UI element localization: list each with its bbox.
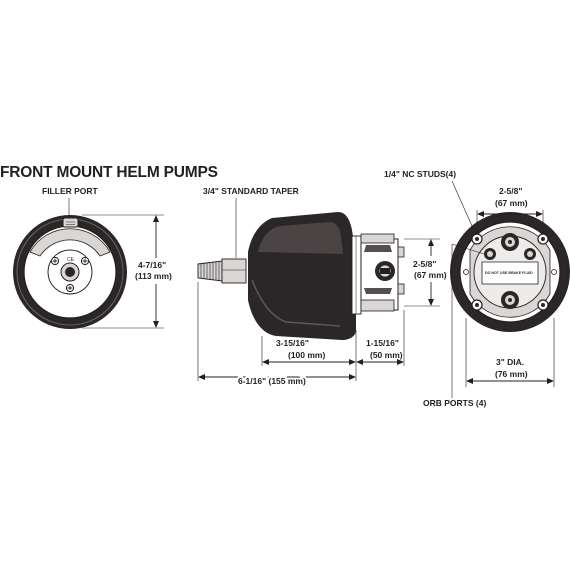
- rear-length-value: 1-15/16": [366, 338, 399, 348]
- body-length-mm: (100 mm): [288, 350, 325, 360]
- rear-view: DO NOT USE BRAKE FLUID: [450, 212, 570, 332]
- stud-top-right-icon: [537, 233, 549, 245]
- front-view: CE: [13, 215, 127, 329]
- side-view: [197, 212, 405, 340]
- bolt-spacing-dimension: 2-5/8" (67 mm): [476, 186, 544, 234]
- side-fitting-icon: [375, 261, 395, 281]
- filler-port-label: FILLER PORT: [42, 186, 99, 196]
- front-screw-3-icon: [65, 283, 75, 293]
- orb-port-left-icon: [484, 248, 496, 260]
- stud-bottom-right-icon: [537, 299, 549, 311]
- diameter-mm: (76 mm): [495, 369, 528, 379]
- front-height-value: 4-7/16": [138, 260, 166, 270]
- diameter-dimension: 3" DIA. (76 mm): [465, 318, 555, 387]
- orb-port-right-icon: [524, 248, 536, 260]
- front-screw-2-icon: [80, 256, 90, 266]
- overall-length-value: 6-1/16" (155 mm): [238, 376, 306, 386]
- orb-port-bottom-icon: [501, 291, 519, 309]
- standard-taper-label: 3/4" STANDARD TAPER: [203, 186, 299, 196]
- stud-bottom-left-icon: [471, 299, 483, 311]
- rear-plate-text: DO NOT USE BRAKE FLUID: [485, 271, 533, 275]
- side-height-value: 2-5/8": [413, 259, 436, 269]
- length-dimensions: 3-15/16" (100 mm) 1-15/16" (50 mm) 6-1/1…: [197, 282, 405, 388]
- front-screw-1-icon: [50, 256, 60, 266]
- diagram-title: FRONT MOUNT HELM PUMPS: [0, 164, 218, 181]
- svg-text:CE: CE: [67, 257, 75, 263]
- side-height-mm: (67 mm): [414, 270, 447, 280]
- front-height-mm: (113 mm): [135, 271, 172, 281]
- nc-studs-label: 1/4" NC STUDS(4): [384, 169, 456, 179]
- orb-ports-label: ORB PORTS (4): [423, 398, 486, 408]
- bolt-spacing-mm: (67 mm): [495, 198, 528, 208]
- diameter-value: 3" DIA.: [496, 357, 524, 367]
- orb-port-top-icon: [501, 233, 519, 251]
- stud-top-left-icon: [471, 233, 483, 245]
- bolt-spacing-value: 2-5/8": [499, 186, 522, 196]
- filler-port-cap-icon: [62, 217, 79, 228]
- body-length-value: 3-15/16": [276, 338, 309, 348]
- front-height-dimension: 4-7/16" (113 mm): [82, 214, 172, 329]
- rear-length-mm: (50 mm): [370, 350, 403, 360]
- side-height-dimension: 2-5/8" (67 mm): [404, 238, 447, 307]
